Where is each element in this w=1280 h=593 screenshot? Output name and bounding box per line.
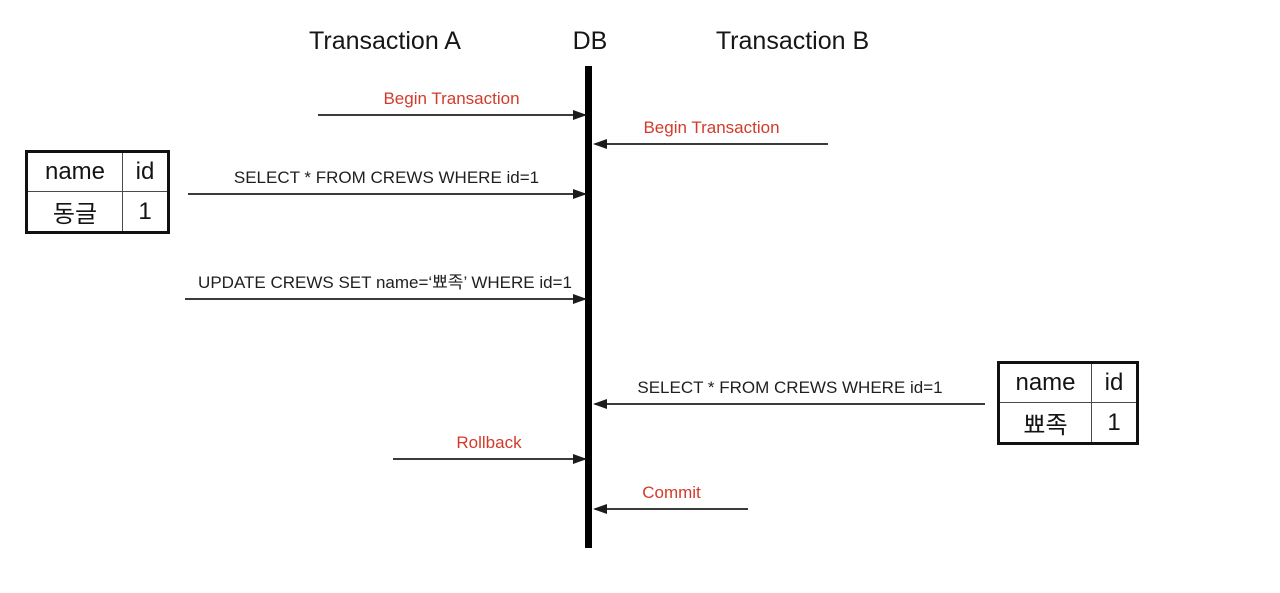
message-label: UPDATE CREWS SET name=‘뾰족’ WHERE id=1 [198,273,572,292]
table-data-cell: 1 [1107,408,1121,436]
message-rollback-a: Rollback [393,432,587,464]
message-update-a: UPDATE CREWS SET name=‘뾰족’ WHERE id=1 [185,272,587,304]
message-commit-b: Commit [593,482,748,514]
lifeline-title-db: DB [572,27,608,55]
message-arrow [393,454,587,464]
arrow-line [185,298,585,300]
lifeline-title-transaction-a: Transaction A [309,27,461,55]
table-data-cell: 동글 [28,192,123,231]
db-lifeline-bar [585,66,592,548]
message-label: Begin Transaction [383,89,520,108]
arrow-line [595,403,985,405]
arrowhead-left-icon [593,504,607,514]
message-arrow [318,110,587,120]
table-header-cell: name [1000,364,1092,403]
table-header-cell: id [1092,364,1136,403]
message-select-b: SELECT * FROM CREWS WHERE id=1 [593,377,985,409]
arrow-line [595,143,828,145]
arrowhead-left-icon [593,139,607,149]
message-arrow [188,189,587,199]
message-label: Begin Transaction [643,118,780,137]
table-data-cell: 1 [138,197,152,225]
message-arrow [593,139,828,149]
arrow-line [318,114,585,116]
table-data-cell: 뾰족 [1000,403,1092,442]
message-label: Commit [642,483,701,502]
lifeline-title-transaction-b: Transaction B [715,27,870,55]
message-begin-transaction-a: Begin Transaction [318,88,587,120]
table-header-cell: name [28,153,123,192]
table-header-cell: id [123,153,167,192]
arrow-line [393,458,585,460]
arrowhead-right-icon [573,189,587,199]
message-select-a: SELECT * FROM CREWS WHERE id=1 [188,167,587,199]
message-label: SELECT * FROM CREWS WHERE id=1 [637,378,943,397]
arrowhead-left-icon [593,399,607,409]
result-table-transaction-b: name id 뾰족 1 [997,361,1139,445]
message-label: Rollback [456,433,522,452]
arrow-line [595,508,748,510]
message-label: SELECT * FROM CREWS WHERE id=1 [233,168,540,187]
arrowhead-right-icon [573,110,587,120]
arrowhead-right-icon [573,294,587,304]
message-arrow [593,504,748,514]
message-arrow [185,294,587,304]
arrowhead-right-icon [573,454,587,464]
arrow-line [188,193,585,195]
message-begin-transaction-b: Begin Transaction [593,117,828,149]
message-arrow [593,399,985,409]
result-table-transaction-a: name id 동글 1 [25,150,170,234]
